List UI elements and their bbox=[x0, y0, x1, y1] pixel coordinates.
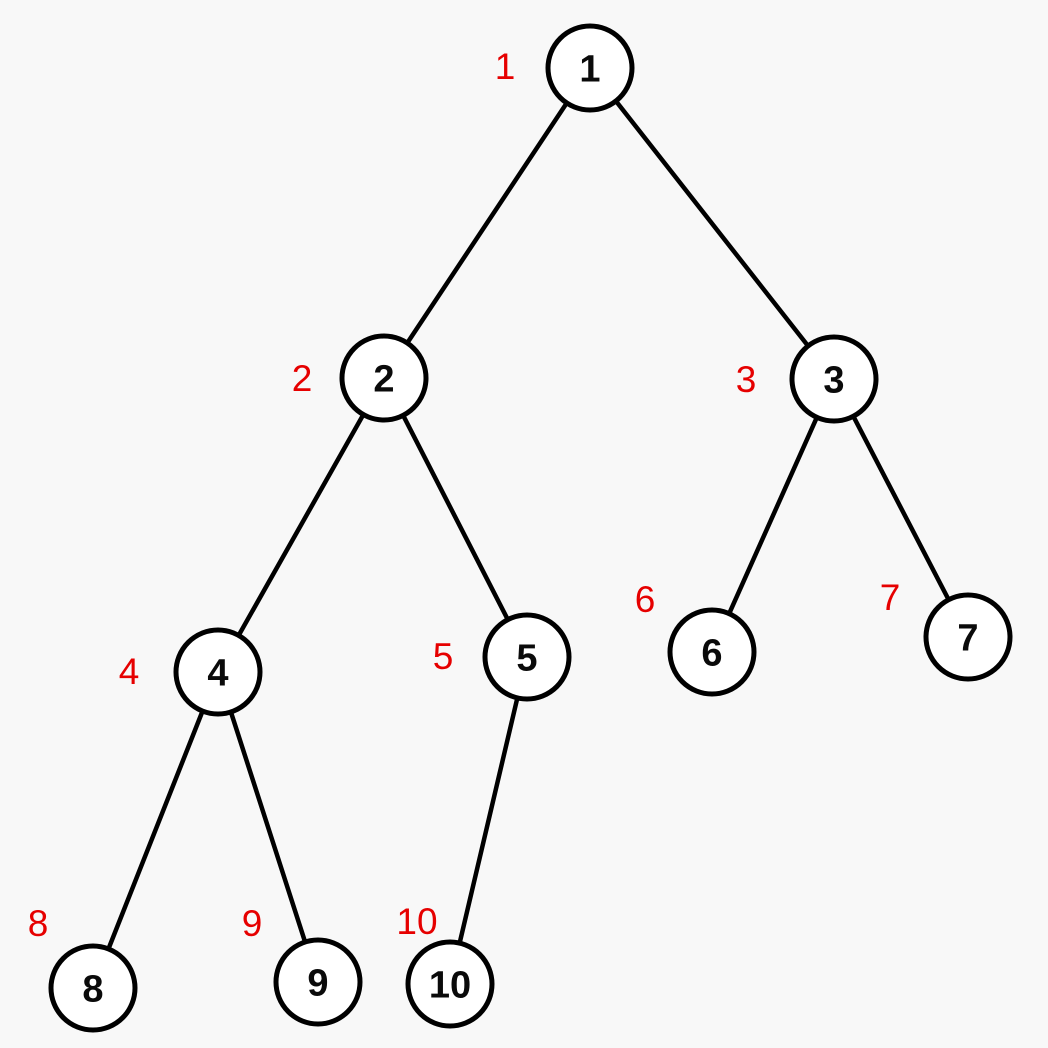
node-value-2: 2 bbox=[373, 358, 394, 400]
tree-edge-2-5 bbox=[381, 375, 530, 660]
tree-node-circle-9 bbox=[273, 937, 363, 1027]
node-value-3: 3 bbox=[823, 359, 844, 401]
tree-node-2: 2 bbox=[339, 333, 429, 423]
tree-node-5: 5 bbox=[482, 612, 572, 702]
tree-node-9: 9 bbox=[273, 937, 363, 1027]
tree-edge-1-2 bbox=[381, 65, 593, 381]
visit-order-label-2: 2 bbox=[292, 358, 313, 399]
node-value-1: 1 bbox=[579, 48, 600, 90]
visit-order-label-1: 1 bbox=[495, 46, 516, 87]
tree-node-4: 4 bbox=[173, 627, 263, 717]
tree-edge-4-8 bbox=[90, 669, 221, 991]
tree-edge-5-10 bbox=[447, 654, 530, 987]
tree-node-3: 3 bbox=[789, 334, 879, 424]
tree-node-circle-6 bbox=[667, 607, 757, 697]
visit-order-label-7: 7 bbox=[880, 577, 901, 618]
visit-order-label-6: 6 bbox=[635, 579, 656, 620]
visit-order-label-4: 4 bbox=[119, 651, 140, 692]
tree-node-10: 10 bbox=[405, 939, 495, 1029]
node-value-5: 5 bbox=[516, 637, 537, 679]
node-value-7: 7 bbox=[957, 617, 978, 659]
tree-node-circle-10 bbox=[405, 939, 495, 1029]
tree-node-circle-2 bbox=[339, 333, 429, 423]
tree-node-circle-7 bbox=[923, 592, 1013, 682]
visit-order-label-9: 9 bbox=[242, 903, 263, 944]
node-value-4: 4 bbox=[207, 652, 228, 694]
tree-node-7: 7 bbox=[923, 592, 1013, 682]
node-value-9: 9 bbox=[307, 962, 328, 1004]
tree-node-circle-8 bbox=[48, 943, 138, 1033]
tree-node-circle-1 bbox=[545, 23, 635, 113]
tree-node-circle-5 bbox=[482, 612, 572, 702]
edges-layer bbox=[90, 65, 971, 991]
tree-edge-4-9 bbox=[215, 669, 321, 985]
node-value-8: 8 bbox=[82, 968, 103, 1010]
tree-node-6: 6 bbox=[667, 607, 757, 697]
visit-order-label-5: 5 bbox=[433, 636, 454, 677]
tree-edge-1-3 bbox=[587, 65, 837, 382]
visit-order-label-3: 3 bbox=[736, 359, 757, 400]
nodes-layer: 1 2 3 4 5 6 7 8 9 10 bbox=[48, 23, 1013, 1033]
visit-order-labels-layer: 1 2 3 4 5 6 7 8 9 10 bbox=[28, 46, 901, 944]
tree-edge-2-4 bbox=[215, 375, 387, 675]
tree-edge-3-7 bbox=[831, 376, 971, 640]
node-value-6: 6 bbox=[701, 632, 722, 674]
tree-node-1: 1 bbox=[545, 23, 635, 113]
visit-order-label-10: 10 bbox=[396, 901, 437, 942]
tree-node-circle-3 bbox=[789, 334, 879, 424]
node-value-10: 10 bbox=[429, 964, 471, 1006]
tree-node-8: 8 bbox=[48, 943, 138, 1033]
tree-edge-3-6 bbox=[709, 376, 837, 655]
tree-node-circle-4 bbox=[173, 627, 263, 717]
visit-order-label-8: 8 bbox=[28, 903, 49, 944]
